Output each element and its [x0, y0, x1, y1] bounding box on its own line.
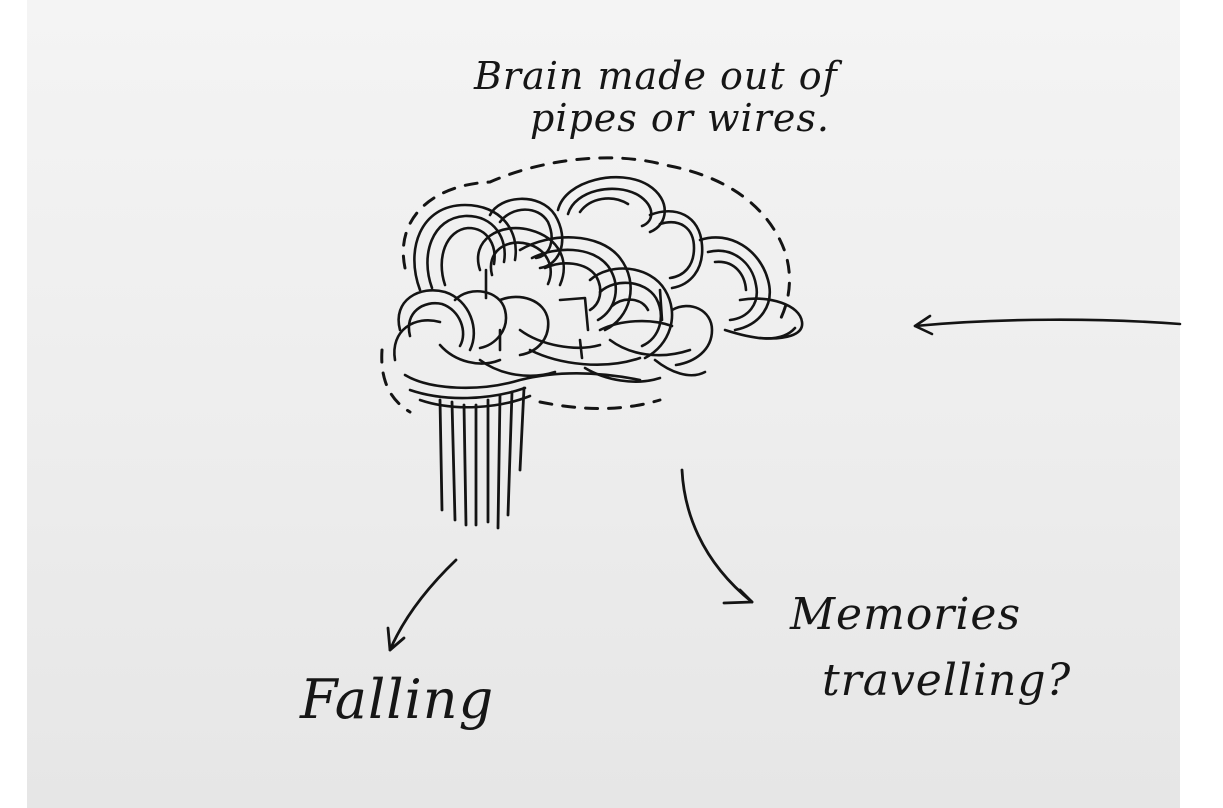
arrow-to-memories [680, 468, 754, 605]
caption-line-1: Brain made out of [474, 54, 838, 98]
brain-stem-pipes [438, 386, 526, 530]
paper-sheet [27, 0, 1180, 808]
label-travelling: travelling? [822, 655, 1072, 706]
brain-pipes [393, 176, 804, 409]
brain-dashed-outline [380, 156, 791, 414]
label-falling: Falling [300, 668, 495, 731]
label-memories: Memories [790, 589, 1022, 640]
arrow-from-right [913, 314, 1182, 336]
arrow-to-falling [386, 558, 458, 652]
caption-line-2: pipes or wires. [530, 96, 830, 140]
